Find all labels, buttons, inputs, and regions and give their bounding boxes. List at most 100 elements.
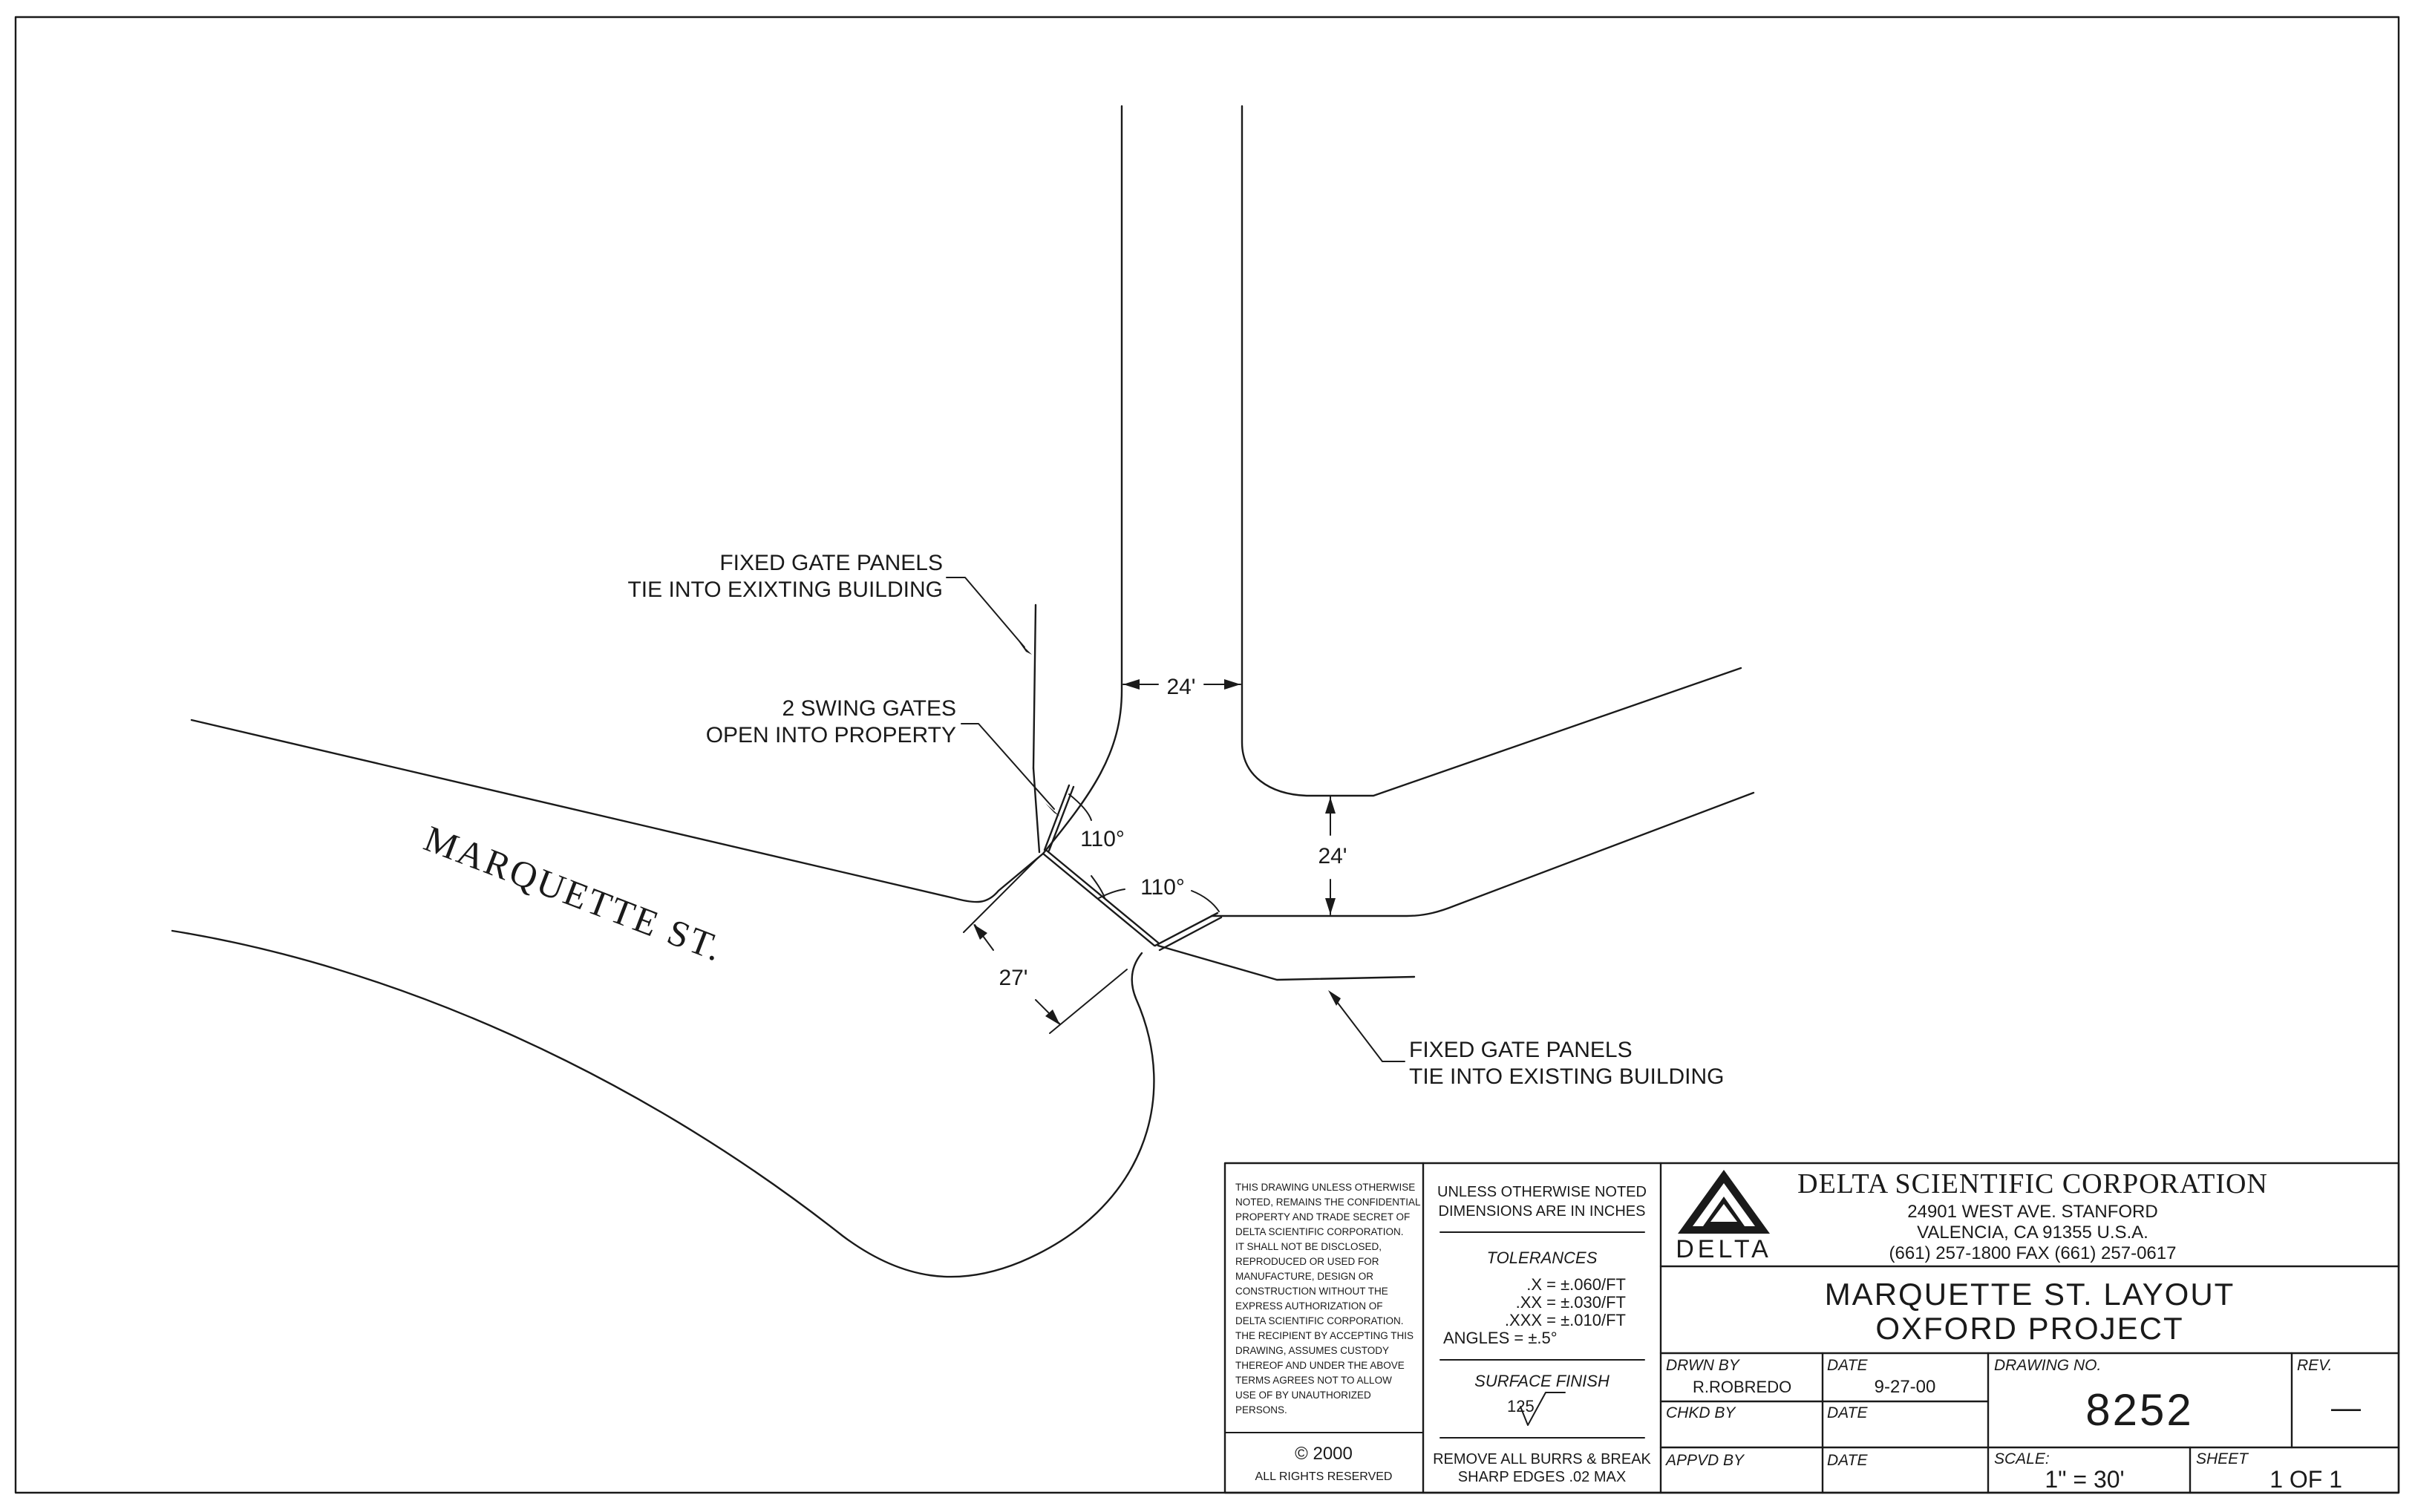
scale-label: SCALE: [1994,1450,2050,1467]
building-line-bottom [1157,944,1416,981]
tolerances-title: TOLERANCES [1487,1248,1598,1267]
checked-date-label: DATE [1827,1404,1868,1421]
burrs-note-line1: REMOVE ALL BURRS & BREAK [1433,1451,1651,1467]
confidentiality-line: EXPRESS AUTHORIZATION OF [1235,1300,1383,1312]
rights-label: ALL RIGHTS RESERVED [1255,1470,1393,1483]
dim-side-road-width: 24' [1318,844,1347,868]
gates [1032,767,1223,952]
dim-angle-arc-right-a [1098,888,1125,899]
fixed-panel-top-c [1048,785,1075,852]
tolerance-angles: ANGLES = ±.5° [1443,1329,1558,1347]
company-phone: (661) 257-1800 FAX (661) 257-0617 [1889,1243,2177,1263]
dim-angle-right: 110° [1140,875,1185,900]
approved-date-label: DATE [1827,1452,1868,1469]
note-fixed-top-line1: FIXED GATE PANELS [719,551,943,575]
confidentiality-line: THEREOF AND UNDER THE ABOVE [1235,1360,1405,1371]
dim-driveway-width: 24' [1166,675,1195,699]
company-address-1: 24901 WEST AVE. STANFORD [1907,1202,2157,1222]
note-swing-line1: 2 SWING GATES [782,696,956,721]
confidentiality-line: TERMS AGREES NOT TO ALLOW [1235,1375,1392,1386]
confidentiality-line: IT SHALL NOT BE DISCLOSED, [1235,1241,1382,1252]
company-address-2: VALENCIA, CA 91355 U.S.A. [1917,1223,2148,1243]
dim-opening-ext-1 [963,857,1039,933]
fixed-panel-top-a [1032,767,1041,854]
rev-label: REV. [2297,1357,2332,1374]
dimensions: 24' 24' 27' 110° 110° [963,675,1347,1034]
note-fixed-top-line2: TIE INTO EXIXTING BUILDING [627,577,943,602]
tolerance-x: .X = ±.060/FT [1526,1275,1626,1294]
dim-angle-arc-right-b [1191,890,1220,912]
note-swing-line2: OPEN INTO PROPERTY [706,723,956,747]
sheet-value: 1 OF 1 [2269,1466,2342,1493]
dim-arrow [1325,898,1336,914]
side-road-lower-edge [1210,791,1755,917]
company-name: DELTA SCIENTIFIC CORPORATION [1797,1168,2268,1200]
driveway-right-edge [1241,105,1742,797]
dim-gate-opening: 27' [999,966,1027,990]
confidentiality-line: NOTED, REMAINS THE CONFIDENTIAL [1235,1197,1421,1208]
callout-fixed-gate-top: FIXED GATE PANELS TIE INTO EXIXTING BUIL… [627,551,1032,655]
confidentiality-line: CONSTRUCTION WITHOUT THE [1235,1286,1388,1297]
leader-fixed-top [946,577,1025,648]
copyright-label: © 2000 [1295,1444,1353,1464]
note-fixed-bottom-line1: FIXED GATE PANELS [1409,1038,1633,1062]
delta-logo: DELTA [1676,1170,1770,1263]
confidentiality-line: MANUFACTURE, DESIGN OR [1235,1271,1373,1282]
dim-angle-left: 110° [1080,827,1125,851]
drawing-no-label: DRAWING NO. [1994,1357,2101,1374]
road-layout [171,105,1755,1278]
marquette-south-edge [171,929,1155,1278]
fixed-panel-top-b [1043,784,1071,851]
units-note-line2: DIMENSIONS ARE IN INCHES [1439,1203,1646,1220]
drawing-title-line1: MARQUETTE ST. LAYOUT [1825,1277,2235,1312]
confidentiality-line: REPRODUCED OR USED FOR [1235,1256,1379,1267]
checked-by-label: CHKD BY [1666,1404,1736,1421]
dim-angle-arc-left [1068,793,1092,821]
confidentiality-line: THIS DRAWING UNLESS OTHERWISE [1235,1182,1415,1193]
confidentiality-line: PERSONS. [1235,1404,1287,1416]
dim-angle-arc-left-b [1091,875,1105,899]
dim-opening-ext-2 [1049,969,1128,1034]
callout-fixed-gate-bottom: FIXED GATE PANELS TIE INTO EXISTING BUIL… [1328,990,1725,1089]
sheet-label: SHEET [2196,1450,2249,1467]
marquette-north-edge [190,719,1045,903]
leader-arrow [1019,641,1032,655]
dim-arrow [973,924,987,940]
building-line-top [1032,603,1037,770]
confidentiality-notice: THIS DRAWING UNLESS OTHERWISE NOTED, REM… [1235,1182,1421,1416]
swing-gate-leaf-1 [1042,852,1156,947]
leader-swing [961,723,1055,810]
burrs-note-line2: SHARP EDGES .02 MAX [1458,1469,1626,1485]
street-name-label: MARQUETTE ST. [419,817,730,969]
dim-arrow [1224,679,1241,690]
leader-fixed-bottom [1332,995,1405,1062]
units-note-line1: UNLESS OTHERWISE NOTED [1437,1184,1647,1200]
confidentiality-line: PROPERTY AND TRADE SECRET OF [1235,1211,1410,1223]
dim-arrow [1325,797,1336,814]
fixed-panel-right-a [1154,912,1219,947]
confidentiality-line: USE OF BY UNAUTHORIZED [1235,1390,1371,1401]
tolerance-xxx: .XXX = ±.010/FT [1505,1311,1626,1329]
title-block: THIS DRAWING UNLESS OTHERWISE NOTED, REM… [1223,1162,2400,1494]
dim-arrow [1123,679,1140,690]
tolerance-xx: .XX = ±.030/FT [1516,1293,1626,1312]
title-block-frame [1223,1162,2400,1494]
drawn-by-label: DRWN BY [1666,1357,1741,1374]
confidentiality-line: THE RECIPIENT BY ACCEPTING THIS [1235,1330,1414,1341]
scale-value: 1" = 30' [2045,1466,2124,1493]
confidentiality-line: DELTA SCIENTIFIC CORPORATION. [1235,1226,1404,1237]
dim-arrow [1045,1009,1060,1025]
drawn-date-value: 9-27-00 [1875,1377,1936,1397]
rev-value: — [2331,1392,2361,1424]
confidentiality-line: DELTA SCIENTIFIC CORPORATION. [1235,1315,1404,1326]
surface-finish-title: SURFACE FINISH [1474,1372,1610,1390]
driveway-left-edge [1042,105,1123,855]
leader-arrow [1045,803,1060,816]
leader-arrow [1328,990,1341,1006]
note-fixed-bottom-line2: TIE INTO EXISTING BUILDING [1409,1064,1725,1089]
drawing-no-value: 8252 [2085,1385,2193,1435]
drawn-date-label: DATE [1827,1357,1868,1374]
approved-by-label: APPVD BY [1664,1452,1745,1469]
drawn-by-value: R.ROBREDO [1693,1378,1791,1396]
